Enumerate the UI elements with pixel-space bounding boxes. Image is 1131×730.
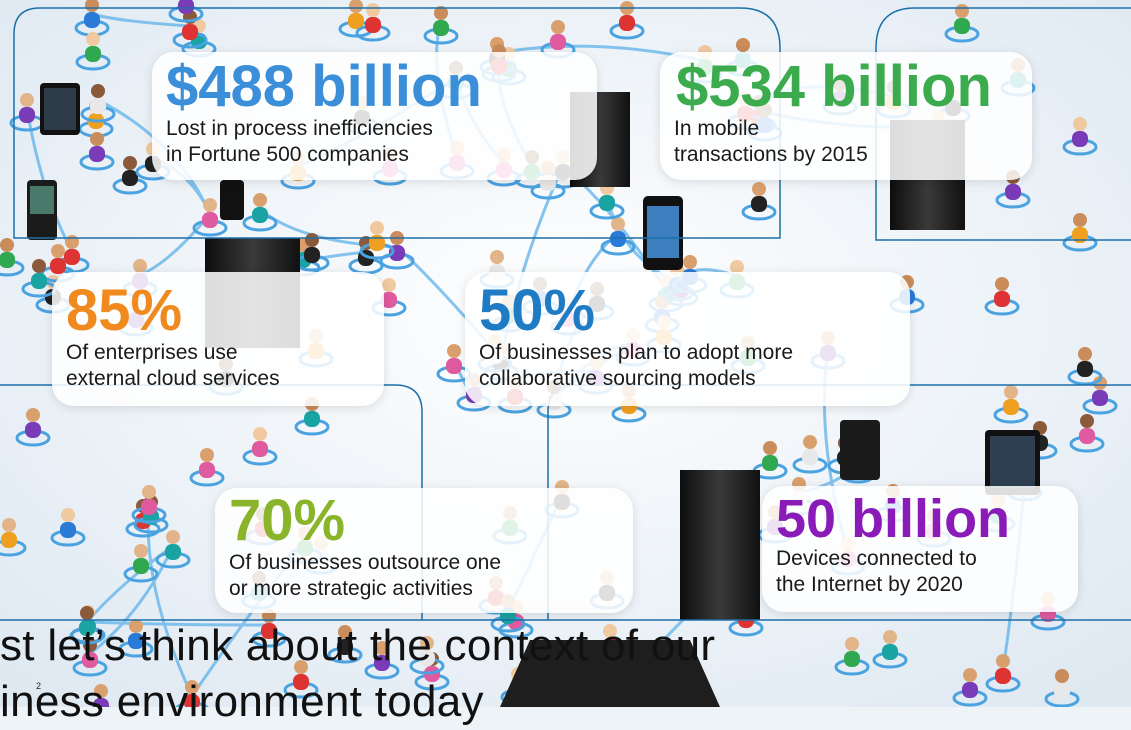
stat-description-line: in Fortune 500 companies: [166, 143, 409, 166]
stat-value: 50 billion: [776, 489, 1011, 549]
person-figure-icon: [436, 344, 472, 383]
stat-value: $488 billion: [166, 54, 482, 119]
person-figure-icon: [985, 654, 1021, 693]
person-figure-icon: [242, 427, 278, 466]
person-figure-icon: [189, 448, 225, 487]
stat-description-line: external cloud services: [66, 367, 280, 390]
stat-card-mobile-transactions: $534 billion In mobile transactions by 2…: [660, 52, 1032, 180]
stat-card-connected-devices: 50 billion Devices connected to the Inte…: [762, 486, 1078, 612]
person-figure-icon: [1062, 117, 1098, 156]
stat-card-outsourcing: 70% Of businesses outsource one or more …: [215, 488, 633, 613]
stat-description-line: Devices connected to: [776, 547, 977, 570]
person-figure-icon: [242, 193, 278, 232]
person-figure-icon: [359, 221, 395, 260]
stat-description-line: collaborative sourcing models: [479, 367, 756, 390]
person-figure-icon: [752, 441, 788, 480]
stat-value: $534 billion: [676, 54, 992, 119]
person-figure-icon: [1044, 669, 1080, 707]
person-figure-icon: [80, 84, 116, 123]
person-figure-icon: [984, 277, 1020, 316]
stat-description-line: Of enterprises use: [66, 341, 238, 364]
person-figure-icon: [168, 0, 204, 23]
person-figure-icon: [872, 630, 908, 669]
person-figure-icon: [792, 435, 828, 474]
person-figure-icon: [409, 636, 445, 675]
stat-description-line: In mobile: [674, 117, 760, 140]
person-figure-icon: [15, 408, 51, 447]
person-figure-icon: [741, 182, 777, 221]
laptop-icon: [500, 640, 720, 707]
person-figure-icon: [355, 3, 391, 42]
person-figure-icon: [123, 544, 159, 583]
stat-description-line: Of businesses outsource one: [229, 551, 501, 574]
person-figure-icon: [90, 684, 112, 707]
person-figure-icon: [0, 518, 27, 557]
network-connection: [89, 545, 175, 656]
person-figure-icon: [952, 668, 988, 707]
person-figure-icon: [327, 625, 363, 664]
person-figure-icon: [21, 259, 57, 298]
stat-description-line: Of businesses plan to adopt more: [479, 341, 794, 364]
person-figure-icon: [1062, 213, 1098, 252]
person-figure-icon: [131, 485, 167, 524]
caption-line: st let’s think about the context of our: [0, 621, 716, 670]
person-figure-icon: [283, 660, 319, 699]
stat-card-process-inefficiencies: $488 billion Lost in process inefficienc…: [152, 52, 597, 180]
stat-value: 70%: [229, 488, 346, 553]
person-figure-icon: [118, 619, 154, 658]
stat-card-cloud-services: 85% Of enterprises use external cloud se…: [52, 272, 384, 406]
person-figure-icon: [79, 132, 115, 171]
person-figure-icon: [1069, 414, 1105, 453]
person-figure-icon: [155, 530, 191, 569]
stat-card-collaborative-sourcing: 50% Of businesses plan to adopt more col…: [465, 272, 910, 406]
stat-description-line: transactions by 2015: [674, 143, 868, 166]
caption-line: iness environment today: [0, 677, 484, 726]
stat-description-line: or more strategic activities: [229, 577, 473, 600]
person-figure-icon: [364, 641, 400, 680]
person-figure-icon: [112, 156, 148, 195]
person-figure-icon: [294, 233, 330, 272]
person-figure-icon: [1082, 376, 1118, 415]
person-figure-icon: [834, 637, 870, 676]
stat-description-line: the Internet by 2020: [776, 573, 963, 596]
person-figure-icon: [69, 606, 105, 645]
person-figure-icon: [600, 217, 636, 256]
network-connection: [86, 620, 270, 627]
person-figure-icon: [1067, 347, 1103, 386]
person-figure-icon: [50, 508, 86, 547]
person-figure-icon: [371, 278, 407, 317]
person-figure-icon: [175, 680, 209, 707]
stat-value: 50%: [479, 278, 596, 343]
stat-value: 85%: [66, 278, 183, 343]
slide-caption: st let’s think about the context of our …: [0, 618, 715, 730]
mobile-device-icon: [27, 83, 1040, 495]
person-figure-icon: [993, 385, 1029, 424]
person-figure-icon: [192, 198, 228, 237]
person-figure-icon: [423, 6, 459, 45]
stat-description-line: Lost in process inefficiencies: [166, 117, 433, 140]
page-number: 2: [36, 681, 42, 691]
person-figure-icon: [0, 238, 25, 277]
person-figure-icon: [75, 32, 111, 71]
